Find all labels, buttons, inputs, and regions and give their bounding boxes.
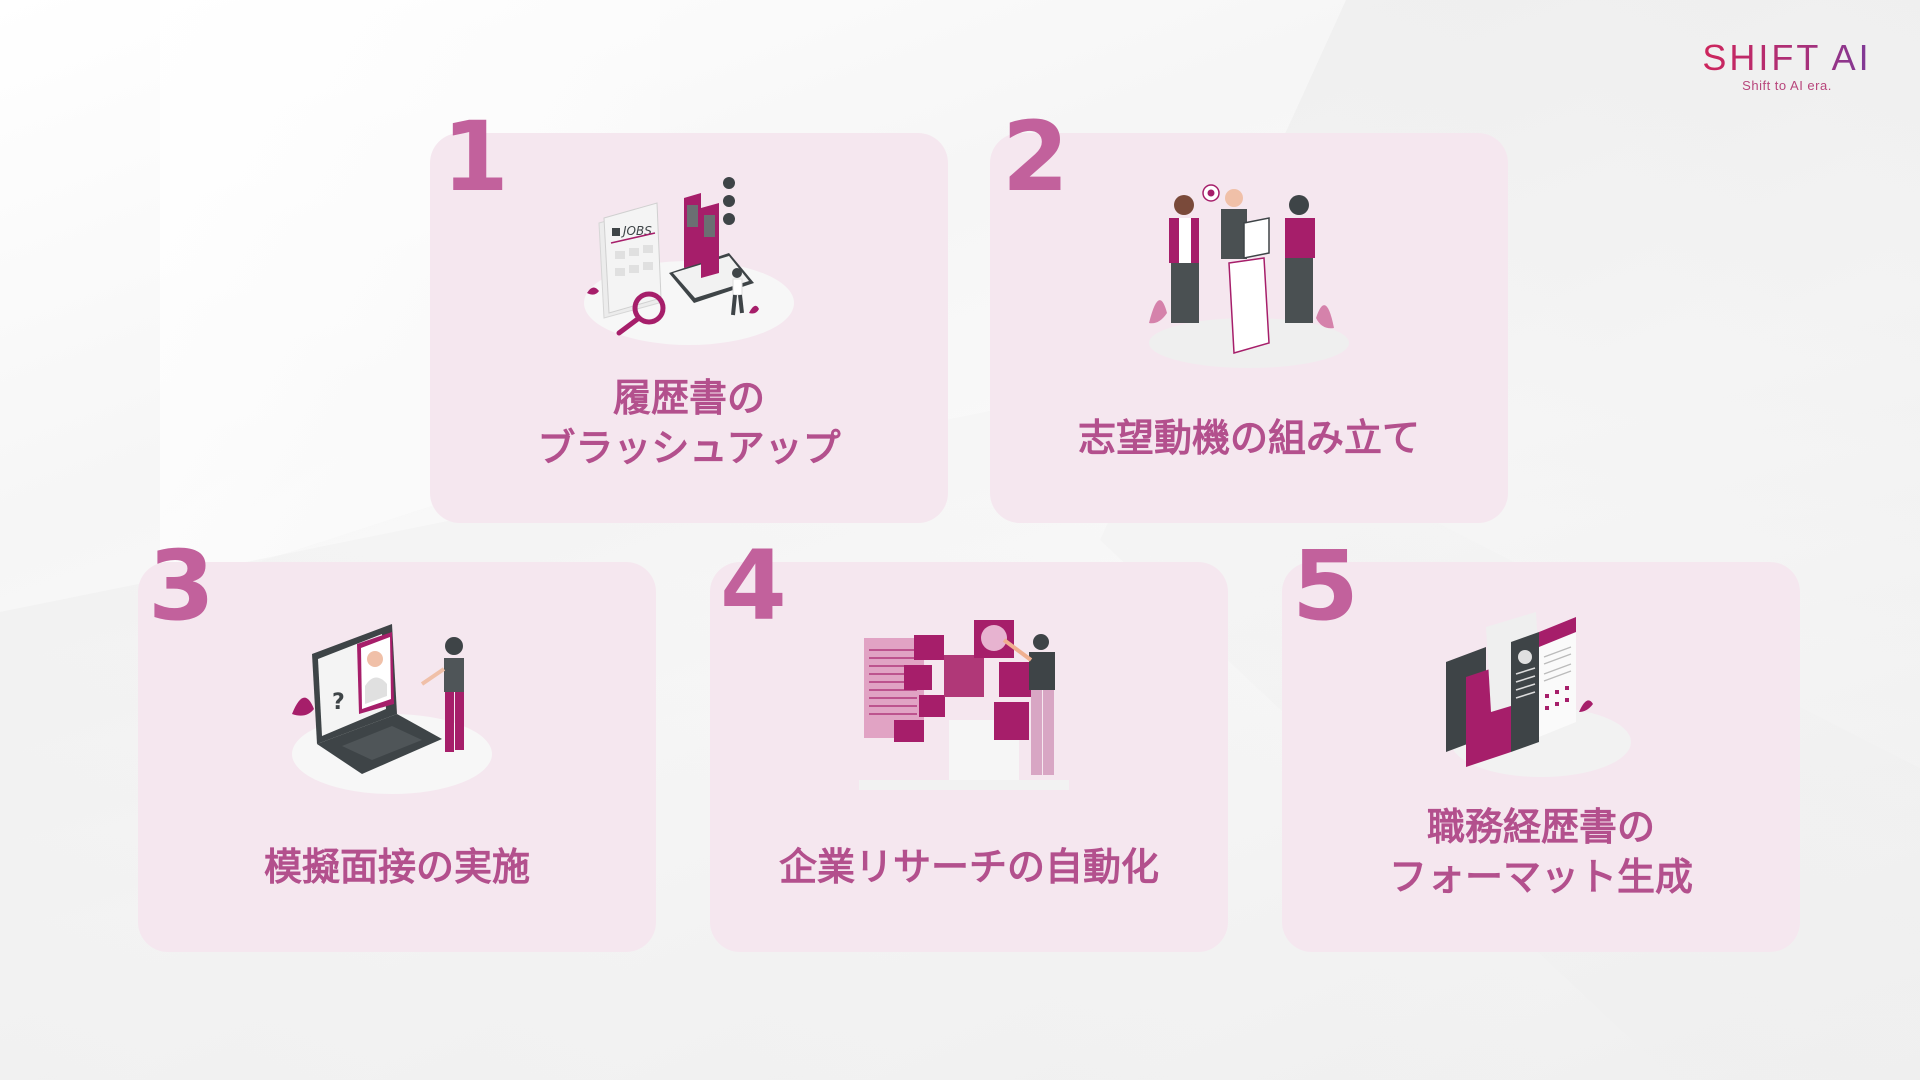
video-interview-illustration-icon: ? — [292, 624, 492, 794]
card-title-line2: フォーマット生成 — [1388, 855, 1693, 899]
card-title: 志望動機の組み立て — [990, 413, 1508, 463]
resume-documents-illustration-icon — [1446, 612, 1631, 777]
svg-text:?: ? — [332, 690, 345, 715]
card-title-line2: ブラッシュアップ — [537, 426, 841, 470]
data-research-illustration-icon — [859, 620, 1069, 790]
card-title: 企業リサーチの自動化 — [710, 842, 1228, 892]
card-title-line1: 職務経歴書の — [1426, 805, 1655, 849]
card-number: 5 — [1292, 530, 1359, 642]
card-title: 履歴書の ブラッシュアップ — [430, 373, 948, 473]
svg-text:JOBS: JOBS — [621, 224, 652, 238]
card-company-research: 4 企業リサーチの自動化 — [710, 538, 1228, 952]
card-cv-format: 5 職務経歴書の フォーマット生成 — [1282, 538, 1800, 952]
card-resume-brushup: JOBS 1 履歴書の ブラッシュアップ — [430, 109, 948, 523]
card-title: 職務経歴書の フォーマット生成 — [1282, 802, 1800, 902]
card-motivation-building: 2 志望動機の組み立て — [990, 109, 1508, 523]
card-number: 4 — [720, 530, 787, 642]
card-number: 2 — [1002, 101, 1069, 213]
card-title-line1: 履歴書の — [612, 376, 765, 420]
card-number: 1 — [442, 101, 509, 213]
card-title-line1: 模擬面接の実施 — [263, 845, 530, 889]
card-number: 3 — [148, 530, 215, 642]
job-search-illustration-icon: JOBS — [584, 177, 794, 345]
card-mock-interview: ? 3 模擬面接の実施 — [138, 538, 656, 952]
card-title: 模擬面接の実施 — [138, 842, 656, 892]
card-title-line1: 志望動機の組み立て — [1077, 416, 1420, 460]
logo-wordmark: SHIFT AI — [1697, 38, 1877, 78]
logo-tagline: Shift to AI era. — [1742, 78, 1832, 93]
card-title-line1: 企業リサーチの自動化 — [778, 845, 1159, 889]
puzzle-team-illustration-icon — [1149, 184, 1349, 368]
shift-ai-logo: SHIFT AI Shift to AI era. — [1697, 38, 1877, 94]
